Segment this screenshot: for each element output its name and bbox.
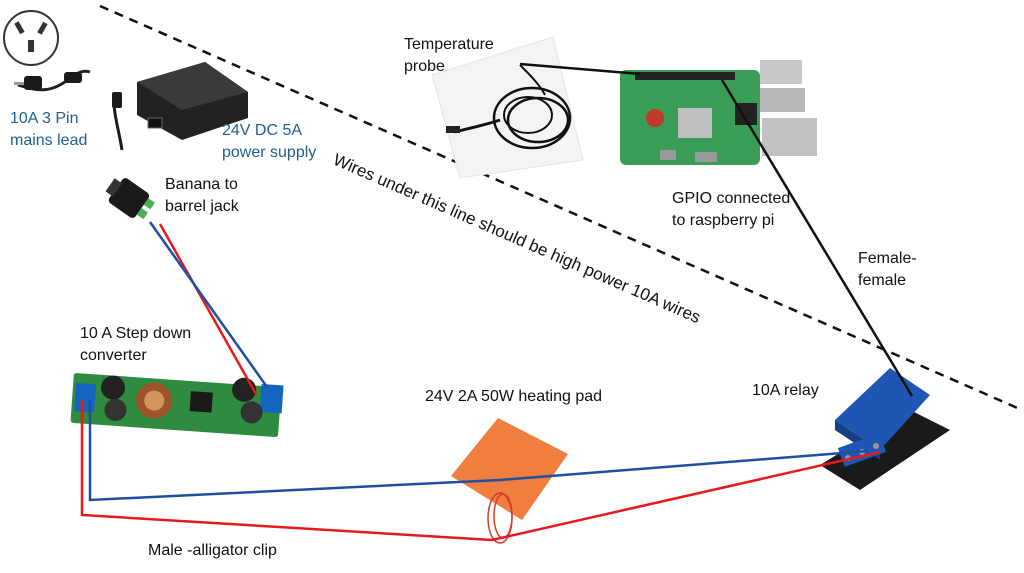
mains-lead-line1: 10A 3 Pin xyxy=(10,110,79,127)
female-female-label: Female- female xyxy=(858,248,917,292)
gpio-relay-wire xyxy=(720,79,914,397)
gpio-label: GPIO connected to raspberry pi xyxy=(672,188,790,232)
high-power-divider-line xyxy=(99,4,1023,412)
power-supply-line1: 24V DC 5A xyxy=(222,122,303,139)
female-line2: female xyxy=(858,272,907,289)
load-positive-wire xyxy=(80,400,881,542)
step-down-line2: converter xyxy=(80,347,147,364)
banana-label: Banana to barrel jack xyxy=(165,174,239,218)
barrel-jack-icon xyxy=(105,178,155,220)
raspberry-pi-icon xyxy=(620,60,817,165)
step-down-label: 10 A Step down converter xyxy=(80,323,191,367)
probe-signal-wire xyxy=(519,62,641,76)
alligator-clip-label: Male -alligator clip xyxy=(148,542,277,559)
temperature-probe-line1: Temperature xyxy=(404,36,494,53)
step-down-converter-icon xyxy=(70,373,284,438)
temperature-probe-line2: probe xyxy=(404,58,445,75)
gpio-line1: GPIO connected xyxy=(672,190,791,207)
power-brick-icon xyxy=(112,62,248,151)
mains-lead-label: 10A 3 Pin mains lead xyxy=(10,108,87,152)
banana-line2: barrel jack xyxy=(165,198,239,215)
mains-plug-icon xyxy=(14,69,91,92)
supply-negative-wire xyxy=(148,221,269,388)
temperature-probe-label: Temperature probe xyxy=(404,34,494,78)
wall-socket-icon xyxy=(3,10,59,66)
load-negative-wire xyxy=(88,400,869,502)
heating-pad-label: 24V 2A 50W heating pad xyxy=(425,388,603,405)
banana-line1: Banana to xyxy=(165,176,238,193)
temperature-probe-icon xyxy=(431,36,584,179)
relay-module-icon xyxy=(820,368,950,490)
female-line1: Female- xyxy=(858,250,917,267)
supply-positive-wire xyxy=(158,223,258,395)
mains-lead-line2: mains lead xyxy=(10,132,88,149)
relay-label: 10A relay xyxy=(752,382,819,399)
step-down-line1: 10 A Step down xyxy=(80,325,192,342)
power-supply-label: 24V DC 5A power supply xyxy=(222,120,316,164)
power-supply-line2: power supply xyxy=(222,144,317,161)
gpio-line2: to raspberry pi xyxy=(672,212,775,229)
